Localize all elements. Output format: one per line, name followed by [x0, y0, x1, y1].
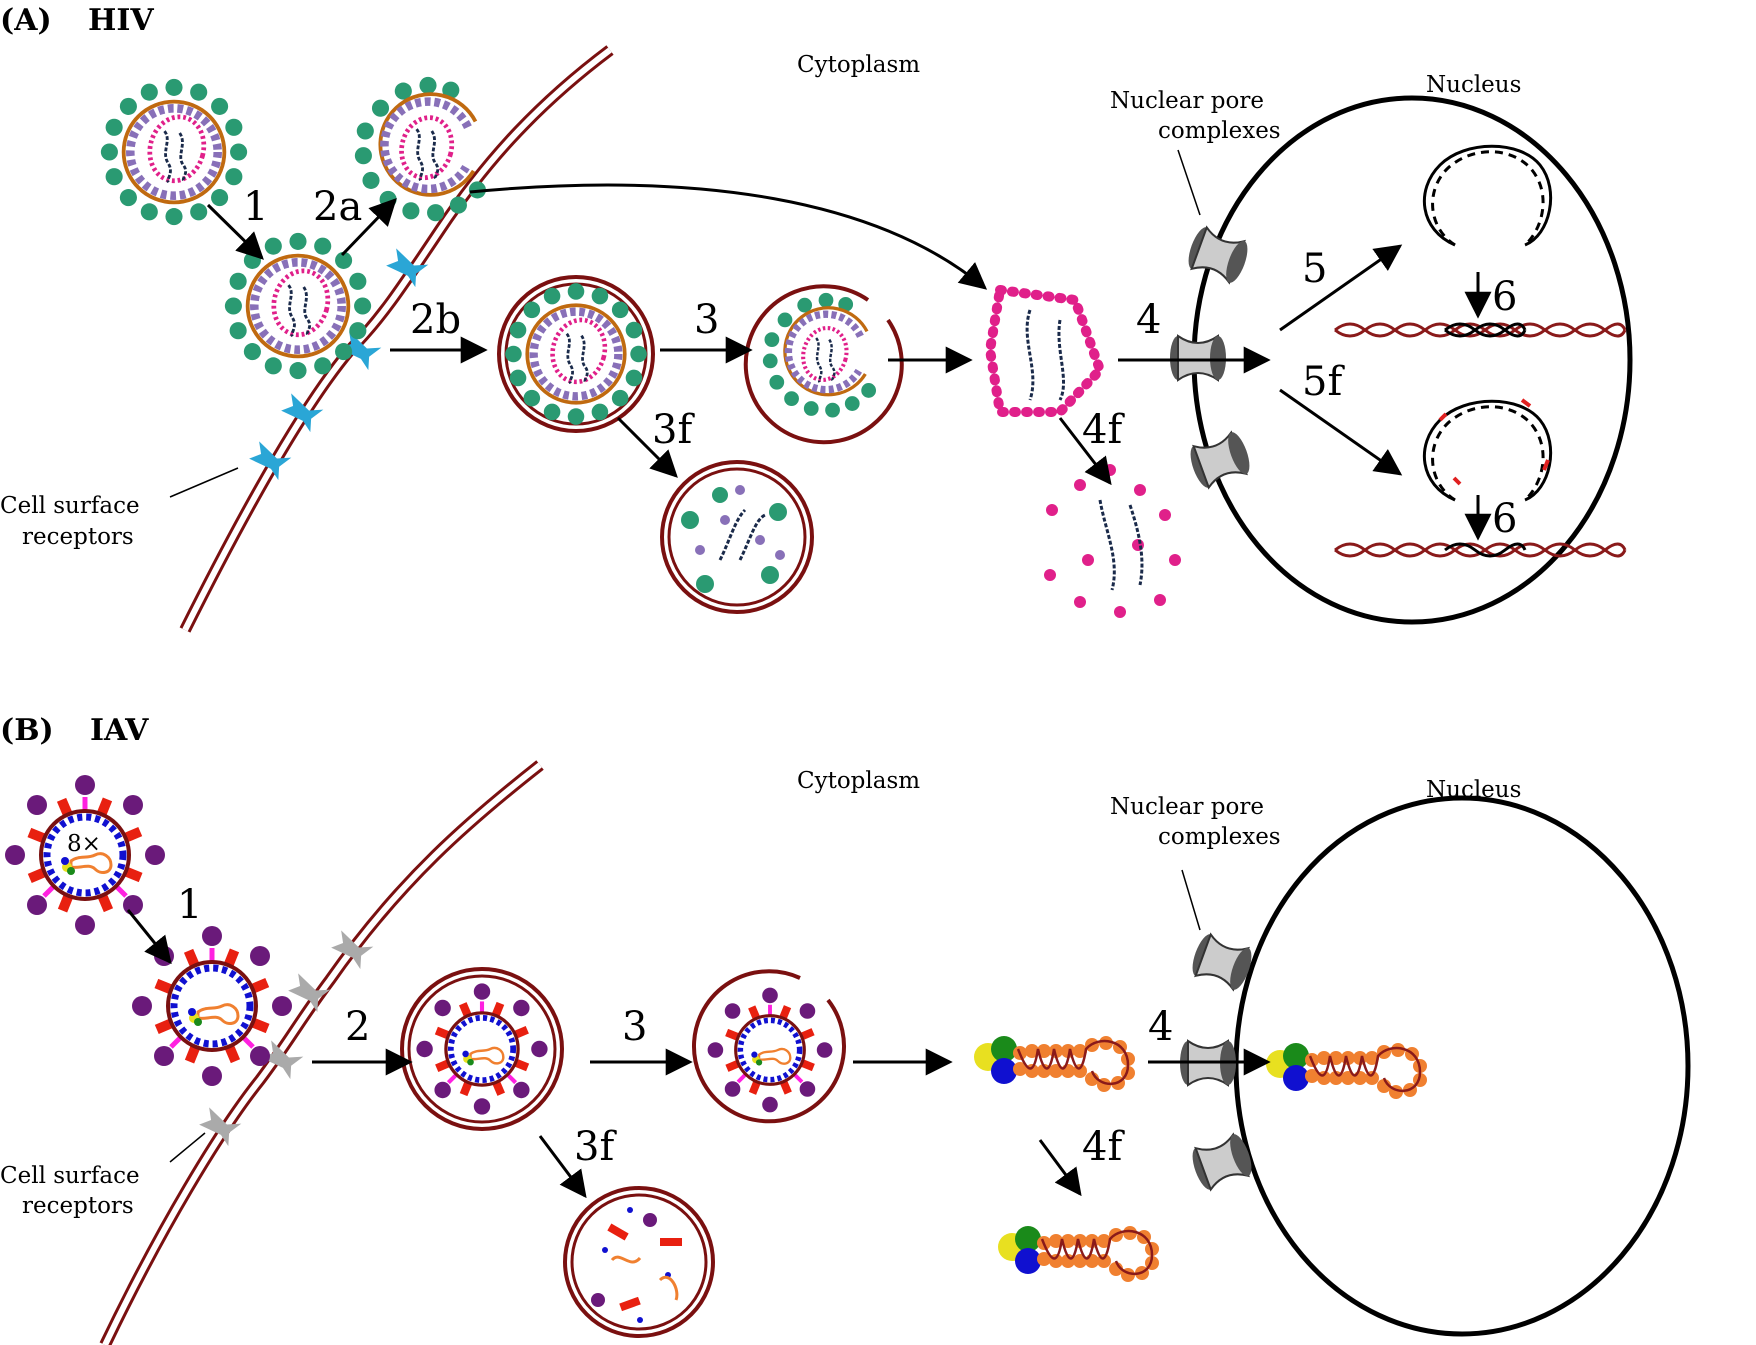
arrow-step-5f [1279, 388, 1403, 476]
receptors-label-b-line2: receptors [22, 1193, 134, 1219]
arrow-step-1 [126, 909, 172, 965]
iav-virion-label: 8× [67, 831, 101, 857]
arrow-step-2a [340, 198, 397, 257]
step-label: 6 [1492, 274, 1517, 320]
degraded-endosome-b [563, 1186, 715, 1338]
step-label: 3 [694, 297, 719, 343]
nuclear-pore-icon [1169, 335, 1227, 381]
step-label: 3f [574, 1124, 617, 1170]
panel-a-letter: (A) [0, 3, 52, 38]
step-label: 5 [1302, 246, 1327, 292]
step-label: 2b [410, 297, 461, 343]
vrnp-disassembled [996, 1224, 1161, 1284]
host-dna-a [1334, 322, 1627, 558]
hiv-virion-free [101, 79, 247, 225]
arrow-step-1 [206, 203, 264, 260]
nucleus-b [1233, 795, 1691, 1337]
arrow-step-4f [1038, 1139, 1082, 1197]
step-label: 6 [1492, 496, 1517, 542]
endosome-b [400, 967, 564, 1131]
vrnp-cytoplasm [972, 1034, 1137, 1094]
step-label: 5f [1302, 359, 1345, 405]
step-label: 1 [177, 882, 202, 928]
hiv-capsid [984, 284, 1106, 417]
step-label: 4 [1136, 297, 1161, 343]
receptors-label-b-line1: Cell surface [0, 1163, 140, 1189]
arrow-step-4f [1058, 417, 1112, 486]
panel-b: (B) IAV Cytoplasm Nucleus Nuclear pore c… [0, 713, 1691, 1345]
hiv-capsid-disassembled [1044, 464, 1181, 618]
step-label: 4 [1148, 1004, 1173, 1050]
endosome-a [497, 275, 655, 433]
arrow-step-3f [538, 1135, 587, 1199]
panel-a: (A) HIV Cytoplasm Nucleus Nuclear pore c… [0, 3, 1633, 633]
panel-a-title: HIV [88, 3, 154, 38]
cytoplasm-label-a: Cytoplasm [797, 52, 920, 78]
step-label: 4f [1082, 1124, 1125, 1170]
panel-b-title: IAV [90, 713, 149, 748]
iav-virion-bound [132, 926, 292, 1086]
step-label: 2a [313, 184, 362, 230]
receptors-label-a-line2: receptors [22, 524, 134, 550]
step-label: 1 [243, 184, 268, 230]
receptors-label-a-line1: Cell surface [0, 493, 140, 519]
arrow-step-5 [1279, 244, 1403, 332]
step-label: 3f [652, 407, 695, 453]
step-label: 4f [1082, 407, 1125, 453]
endosome-fusion-a [743, 284, 904, 445]
nucleus-label-a: Nucleus [1426, 72, 1521, 98]
cytoplasm-label-b: Cytoplasm [797, 768, 920, 794]
panel-b-letter: (B) [0, 713, 54, 748]
step-label: 3 [622, 1004, 647, 1050]
npc-label-a-line2: complexes [1158, 118, 1281, 144]
step-label: 2 [345, 1004, 370, 1050]
hiv-virion-bound [225, 233, 371, 379]
npc-label-b-line1: Nuclear pore [1110, 794, 1264, 820]
arrow-step-3f [616, 416, 678, 478]
endosome-fusion-b [691, 969, 846, 1124]
arrow-fusion-path [469, 183, 988, 290]
viral-dna-a [1423, 144, 1553, 502]
npc-label-b-line2: complexes [1158, 824, 1281, 850]
degraded-endosome-a [660, 460, 814, 614]
npc-label-a-line1: Nuclear pore [1110, 88, 1264, 114]
